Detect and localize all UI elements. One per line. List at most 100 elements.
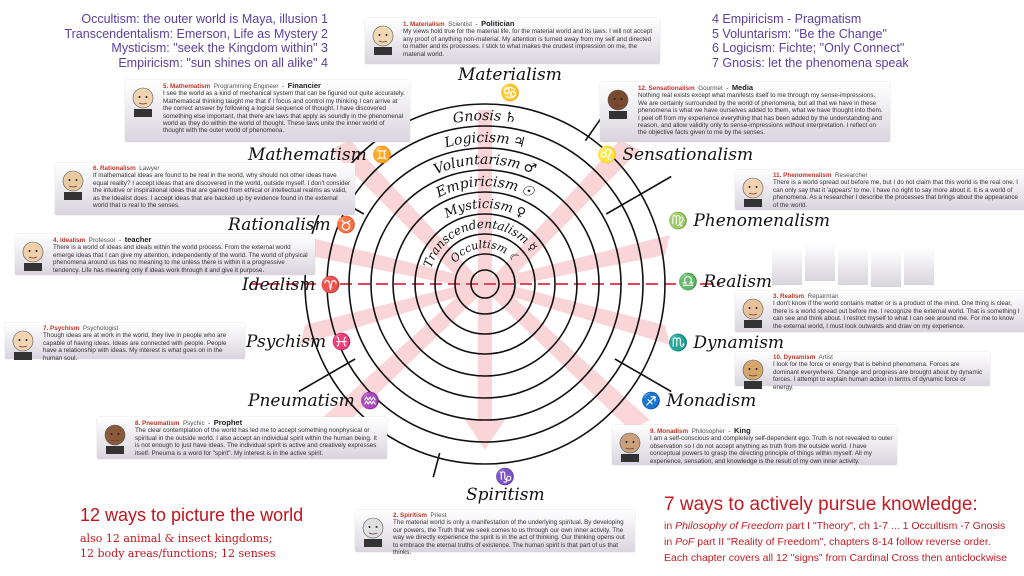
zodiac-symbol-icon: ♎ xyxy=(678,272,698,291)
ring-circle xyxy=(470,269,500,299)
ring-circle xyxy=(414,213,556,355)
persona-avatar-icon xyxy=(104,424,126,454)
sign-name: Realism xyxy=(703,272,773,292)
planet-symbol-icon: ♀ xyxy=(513,204,528,222)
sign-name: Materialism xyxy=(458,65,562,85)
persona-text: I look for the force or energy that is b… xyxy=(773,361,983,391)
sign-name: Dynamism xyxy=(693,333,785,353)
sign-name: Psychism xyxy=(246,332,327,352)
persona-text: Nothing real exists except what manifest… xyxy=(638,92,883,137)
ring-circle xyxy=(348,147,622,421)
sign-label-psychism: Psychism ♓ xyxy=(246,332,351,352)
text: in xyxy=(664,536,676,548)
sign-label-mathematism: Mathematism ♊ xyxy=(248,145,393,165)
persona-occupation: Philosopher xyxy=(691,428,725,435)
text: part II "Reality of Freedom", chapters 8… xyxy=(694,536,991,548)
persona-number: 10. Dynamism xyxy=(773,354,816,361)
persona-avatar-icon xyxy=(362,517,384,547)
persona-number: 5. Mathematism xyxy=(163,83,211,90)
sign-name: Mathematism xyxy=(248,145,367,165)
persona-avatar-icon xyxy=(742,359,764,389)
sign-label-pneumatism: Pneumatism ♒ xyxy=(248,391,380,411)
note: Mysticism: "seek the Kingdom within" 3 xyxy=(111,41,328,55)
sign-label-materialism: Materialism♋ xyxy=(458,66,562,102)
note: Empiricism: "sun shines on all alike" 4 xyxy=(118,55,328,70)
sign-name: Rationalism xyxy=(228,215,331,235)
face-avatar xyxy=(772,247,802,285)
persona-text: My views hold true for the material life… xyxy=(403,28,653,58)
text: in xyxy=(664,520,676,532)
planet-symbol-icon: ♃ xyxy=(511,133,527,151)
persona-text: I see the world as a kind of mechanical … xyxy=(163,90,405,135)
book-title: Philosophy of Freedom xyxy=(675,520,784,532)
persona-text: There is a world of ideas and ideals wit… xyxy=(53,244,308,274)
zodiac-symbol-icon: ♉ xyxy=(336,215,356,234)
ring-label-logicism: Logicism♃ xyxy=(442,130,527,152)
note: Transcendentalism: Emerson, Life as Myst… xyxy=(64,26,328,41)
ring-name: Logicism xyxy=(442,130,511,152)
ring-name: Gnosis xyxy=(452,108,502,127)
sign-name: Pneumatism xyxy=(248,391,355,411)
persona-avatar-icon xyxy=(62,170,84,200)
sign-label-idealism: Idealism ♈ xyxy=(242,275,341,295)
sign-name: Idealism xyxy=(242,275,316,295)
persona-occupation-2: Prophet xyxy=(213,418,243,427)
note: 4 Empiricism - Pragmatism xyxy=(712,12,862,26)
bottom-right-line: in Philosophy of Freedom part I "Theory"… xyxy=(664,520,1005,532)
planet-symbol-icon: ♂ xyxy=(521,159,538,178)
persona-avatar-icon xyxy=(132,87,154,117)
persona-text: I am a self-conscious and completely sel… xyxy=(650,435,893,465)
persona-occupation: Artist xyxy=(818,354,833,361)
face-avatar xyxy=(805,243,835,281)
persona-number: 1. Materialism xyxy=(403,21,445,28)
persona-text: If mathematical ideas are found to be re… xyxy=(93,172,351,210)
zodiac-symbol-icon: ♊ xyxy=(372,145,393,164)
note: Occultism: the outer world is Maya, illu… xyxy=(81,12,328,26)
persona-number: 4. Idealism xyxy=(53,237,86,244)
persona-occupation-2: teacher xyxy=(124,235,152,244)
persona-text: The material world is only a manifestati… xyxy=(393,519,625,557)
text: part I "Theory", ch 1-7 ... 1 Occultism … xyxy=(783,520,1006,532)
persona-description: 5. Mathematism Programming Engineer - Fi… xyxy=(163,81,405,135)
persona-number: 3. Realism xyxy=(773,293,805,300)
zodiac-symbol-icon: ♋ xyxy=(499,83,520,102)
persona-text: There is a world spread out before me, b… xyxy=(773,179,1019,209)
persona-avatar-icon xyxy=(619,432,641,462)
sign-label-monadism: ♐ Monadism xyxy=(641,391,756,411)
persona-occupation-2: Politician xyxy=(481,19,515,28)
zodiac-symbol-icon: ♐ xyxy=(641,391,661,410)
persona-number: 6. Rationalism xyxy=(93,165,136,172)
persona-occupation: Priest xyxy=(430,512,447,519)
top-right-notes: 4 Empiricism - Pragmatism 5 Voluntarism:… xyxy=(712,12,909,70)
persona-avatar-icon xyxy=(372,25,394,55)
bottom-left-title: 12 ways to picture the world xyxy=(80,505,304,525)
persona-text: Though ideas are at work in the world, t… xyxy=(43,332,227,362)
persona-occupation-2: Media xyxy=(731,83,754,92)
ring-circle xyxy=(434,233,536,335)
persona-number: 12. Sensationalism xyxy=(638,85,695,92)
bottom-right-line: in PoF part II "Reality of Freedom", cha… xyxy=(664,536,991,548)
persona-text: I don't know if the world contains matte… xyxy=(773,300,1020,330)
persona-occupation-2: King xyxy=(734,426,751,435)
spoke-line xyxy=(614,358,672,393)
ring-circle xyxy=(304,103,666,465)
persona-occupation: Psychic xyxy=(182,420,205,427)
persona-number: 7. Psychism xyxy=(43,325,80,332)
zodiac-symbol-icon: ♑ xyxy=(495,467,516,486)
ring-circle xyxy=(326,125,644,443)
planet-symbol-icon: ♄ xyxy=(503,109,518,127)
spoke-line xyxy=(584,115,604,142)
